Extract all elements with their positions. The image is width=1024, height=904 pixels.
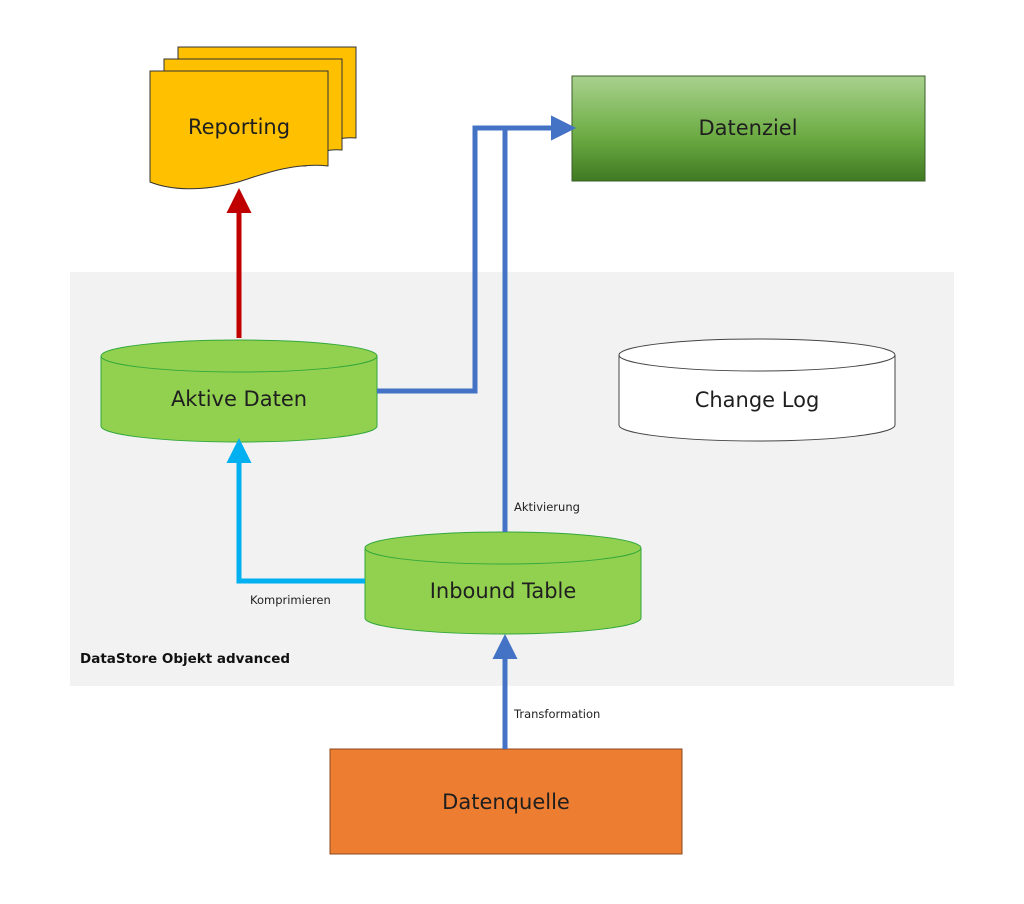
inbound-table-top: [364, 531, 642, 565]
reporting-label: Reporting: [188, 115, 290, 139]
datenquelle-label: Datenquelle: [442, 790, 570, 814]
label-transformation: Transformation: [513, 707, 600, 721]
datenquelle-node: Datenquelle: [329, 748, 683, 855]
inbound-table-label: Inbound Table: [430, 579, 577, 603]
datenziel-box: [571, 75, 926, 182]
container-label: DataStore Objekt advanced: [80, 651, 290, 667]
datenziel-node: Datenziel: [571, 75, 926, 182]
change-log-label: Change Log: [695, 388, 820, 412]
label-komprimieren: Komprimieren: [250, 593, 331, 607]
datenziel-label: Datenziel: [698, 116, 797, 140]
aktive-daten-label: Aktive Daten: [171, 387, 307, 411]
change-log-top: [618, 338, 896, 372]
arrow-komprimieren: [226, 438, 365, 584]
reporting-node: Reporting: [149, 46, 357, 190]
change-log-node: Change Log: [618, 338, 896, 442]
aktive-daten-top: [100, 339, 378, 373]
datenquelle-box: [329, 748, 683, 855]
change-log-body: [618, 355, 896, 442]
inbound-table-node: Inbound Table: [364, 531, 642, 635]
reporting-front-page: [149, 70, 329, 190]
label-aktivierung: Aktivierung: [514, 500, 580, 514]
inbound-table-body: [364, 548, 642, 635]
arrow-aktive-daten-to-datenziel: [377, 115, 576, 394]
aktive-daten-node: Aktive Daten: [100, 339, 378, 443]
